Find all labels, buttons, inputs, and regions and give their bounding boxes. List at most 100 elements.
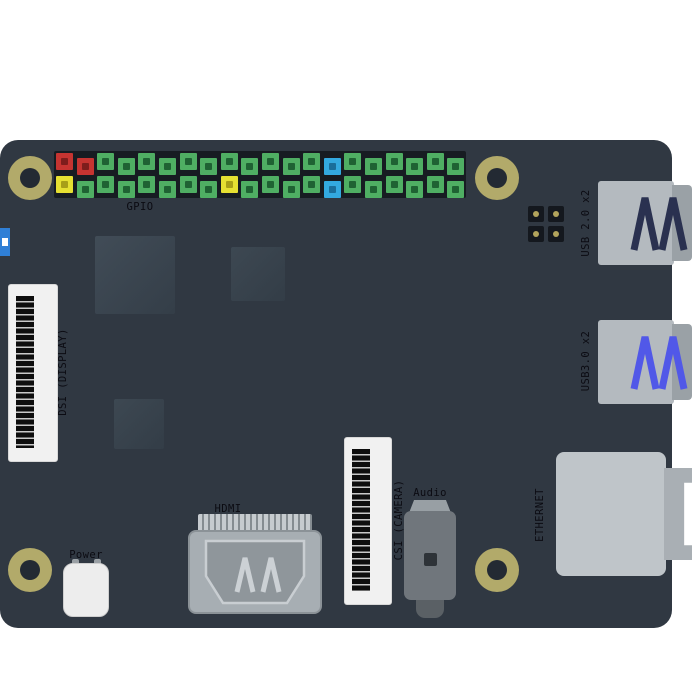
power-label: Power [69, 549, 103, 561]
gpio-label: GPIO [126, 201, 154, 213]
gpio-pin-hole [267, 158, 274, 165]
gpio-pin-hole [432, 158, 439, 165]
power-port-nub [94, 559, 101, 565]
gpio-pin-hole [123, 163, 130, 170]
poe-header-pin [548, 206, 564, 222]
gpio-pin-green [447, 158, 464, 175]
power-port-nub [72, 559, 79, 565]
gpio-pin-hole [82, 163, 89, 170]
ethernet-port [556, 452, 666, 576]
usb3-port [598, 320, 674, 404]
gpio-pin-green [180, 153, 197, 170]
gpio-pin-green [138, 153, 155, 170]
power-port [63, 563, 109, 617]
gpio-pin-green [262, 176, 279, 193]
usb2-label: USB 2.0 x2 [580, 189, 592, 257]
hdmi-receptacle-shape [204, 539, 306, 605]
gpio-pin-blue [324, 181, 341, 198]
gpio-pin-green [97, 153, 114, 170]
gpio-pin-green [386, 176, 403, 193]
gpio-pin-hole [164, 186, 171, 193]
gpio-pin-hole [102, 158, 109, 165]
csi-ribbon-slot [352, 449, 370, 591]
gpio-pin-hole [391, 181, 398, 188]
gpio-pin-green [386, 153, 403, 170]
gpio-pin-hole [226, 181, 233, 188]
mounting-hole-top-right [475, 156, 519, 200]
gpio-pin-hole [205, 186, 212, 193]
gpio-pin-hole [452, 163, 459, 170]
usb3-label: USB3.0 x2 [580, 330, 592, 392]
usb2-tongues [630, 197, 688, 251]
gpio-pin-green [303, 153, 320, 170]
gpio-pin-hole [205, 163, 212, 170]
gpio-pin-hole [452, 186, 459, 193]
gpio-pin-green [97, 176, 114, 193]
gpio-pin-hole [143, 181, 150, 188]
controller-chip [114, 399, 164, 449]
gpio-pins [56, 153, 466, 198]
gpio-pin-hole [82, 186, 89, 193]
gpio-pin-hole [61, 158, 68, 165]
gpio-pin-yellow [56, 176, 73, 193]
gpio-pin-green [427, 176, 444, 193]
gpio-pin-hole [288, 163, 295, 170]
hdmi-label: HDMI [214, 503, 242, 515]
dsi-ribbon-slot [16, 296, 34, 448]
gpio-pin-green [221, 153, 238, 170]
gpio-pin-hole [288, 186, 295, 193]
gpio-pin-green [200, 181, 217, 198]
gpio-pin-hole [226, 158, 233, 165]
gpio-pin-green [262, 153, 279, 170]
left-edge-component [0, 228, 10, 256]
gpio-pin-green [180, 176, 197, 193]
gpio-pin-hole [123, 186, 130, 193]
gpio-pin-yellow [221, 176, 238, 193]
gpio-pin-green [344, 153, 361, 170]
gpio-pin-hole [349, 158, 356, 165]
mounting-hole-bottom-right [475, 548, 519, 592]
poe-header-pin [548, 226, 564, 242]
usb3-tongues [630, 336, 688, 390]
gpio-pin-hole [349, 181, 356, 188]
dsi-label: DSI (DISPLAY) [57, 328, 69, 416]
gpio-pin-green [406, 181, 423, 198]
gpio-pin-hole [432, 181, 439, 188]
gpio-pin-hole [164, 163, 171, 170]
gpio-pin-green [427, 153, 444, 170]
gpio-pin-hole [185, 158, 192, 165]
gpio-pin-hole [308, 181, 315, 188]
gpio-pin-green [365, 181, 382, 198]
ethernet-label: ETHERNET [534, 488, 546, 542]
gpio-pin-green [77, 181, 94, 198]
usb2-port [598, 181, 674, 265]
gpio-pin-green [406, 158, 423, 175]
gpio-pin-hole [308, 158, 315, 165]
gpio-pin-green [118, 181, 135, 198]
gpio-pin-green [159, 158, 176, 175]
gpio-pin-hole [370, 163, 377, 170]
left-edge-component-mark [2, 238, 8, 246]
audio-label: Audio [413, 487, 447, 499]
gpio-pin-blue [324, 158, 341, 175]
gpio-pin-hole [246, 186, 253, 193]
gpio-pin-green [365, 158, 382, 175]
gpio-pin-hole [370, 186, 377, 193]
gpio-pin-hole [246, 163, 253, 170]
memory-chip [231, 247, 285, 301]
gpio-pin-hole [329, 186, 336, 193]
gpio-pin-green [283, 158, 300, 175]
hdmi-pin-ridge [198, 514, 312, 532]
gpio-pin-green [159, 181, 176, 198]
gpio-pin-hole [102, 181, 109, 188]
gpio-pin-hole [391, 158, 398, 165]
audio-jack-barrel [416, 600, 444, 618]
gpio-pin-hole [185, 181, 192, 188]
gpio-pin-green [344, 176, 361, 193]
gpio-pin-hole [329, 163, 336, 170]
mounting-hole-bottom-left [8, 548, 52, 592]
gpio-pin-green [138, 176, 155, 193]
gpio-pin-red [77, 158, 94, 175]
gpio-pin-green [283, 181, 300, 198]
poe-header-pin [528, 226, 544, 242]
